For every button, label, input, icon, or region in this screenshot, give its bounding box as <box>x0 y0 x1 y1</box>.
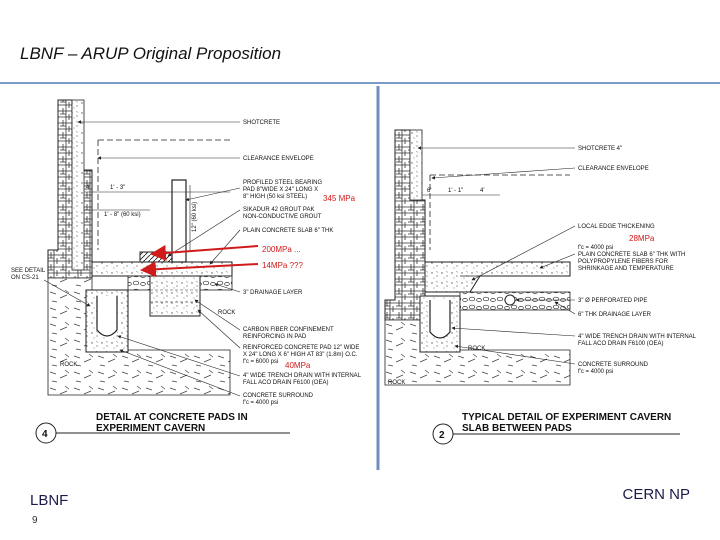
label-right-slab-1: PLAIN CONCRETE SLAB 6" THK WITH <box>578 252 685 258</box>
label-trench-1: 4" WIDE TRENCH DRAIN WITH INTERNAL <box>243 373 362 379</box>
annotation-200mpa: 200MPa ... <box>262 245 301 254</box>
left-detail-title-1: DETAIL AT CONCRETE PADS IN <box>96 412 248 423</box>
label-rock-2: ROCK <box>60 362 77 368</box>
right-trench-drain <box>429 300 451 339</box>
left-detail-title-2: EXPERIMENT CAVERN <box>96 423 205 434</box>
label-drainage: 3" DRAINAGE LAYER <box>243 290 303 296</box>
title-rule <box>0 82 720 84</box>
label-right-dim-3: 4' <box>480 188 484 194</box>
left-clearance-envelope <box>97 139 230 250</box>
label-right-trench-2: FALL ACO DRAIN F6100 (OEA) <box>578 341 663 347</box>
right-detail-number: 2 <box>439 430 445 441</box>
label-rock-1: ROCK <box>218 310 235 316</box>
label-see-detail-2: ON CS-21 <box>11 275 39 281</box>
label-grout-2: NON-CONDUCTIVE GROUT <box>243 214 322 220</box>
right-detail-title-2: SLAB BETWEEN PADS <box>462 423 572 434</box>
right-shotcrete-layer <box>409 129 423 201</box>
label-dim-vert: 12" (60 ksi) <box>192 202 198 232</box>
label-reinf-3: f'c = 6000 psi <box>243 359 278 365</box>
label-right-surround-2: f'c = 4000 psi <box>578 369 613 375</box>
label-right-pipe: 3" Ø PERFORATED PIPE <box>578 298 647 304</box>
label-dim-1: 4' <box>86 185 90 191</box>
label-right-rock-1: ROCK <box>468 346 485 352</box>
label-slab: PLAIN CONCRETE SLAB 6" THK <box>243 228 333 234</box>
label-right-dim-1: 6' <box>427 188 431 194</box>
label-right-slab-3: SHRINKAGE AND TEMPERATURE <box>578 266 674 272</box>
annotation-40mpa: 40MPa <box>285 361 311 370</box>
label-right-drain-layer: 6" THK DRAINAGE LAYER <box>578 312 652 318</box>
label-shotcrete: SHOTCRETE <box>243 120 280 126</box>
label-reinf-1: REINFORCED CONCRETE PAD 12" WIDE <box>243 345 359 351</box>
left-detail: SHOTCRETE CLEARANCE ENVELOPE PROFILED ST… <box>11 99 362 444</box>
left-concrete-pad <box>149 275 201 317</box>
annotation-14mpa: 14MPa ??? <box>262 261 303 270</box>
right-detail: SHOTCRETE 4" CLEARANCE ENVELOPE LOCAL ED… <box>384 129 697 445</box>
annotation-345mpa: 345 MPa <box>323 194 356 203</box>
label-bearing-1: PROFILED STEEL BEARING <box>243 180 322 186</box>
left-detail-number: 4 <box>42 429 48 440</box>
annotation-28mpa: 28MPa <box>629 234 655 243</box>
label-grout-1: SIKADUR 42 GROUT PAK <box>243 207 314 213</box>
left-shotcrete-layer <box>71 99 85 271</box>
label-bearing-3: 8" HIGH (50 ksi STEEL) <box>243 194 307 200</box>
label-right-shotcrete: SHOTCRETE 4" <box>578 146 622 152</box>
right-clearance-envelope <box>429 174 570 250</box>
left-trench-drain <box>96 296 118 337</box>
label-bearing-2: PAD 8"WIDE X 24" LONG X <box>243 187 318 193</box>
label-right-trench-1: 4" WIDE TRENCH DRAIN WITH INTERNAL <box>578 334 697 340</box>
left-annotations: 345 MPa 200MPa ... 14MPa ??? 40MPa <box>140 194 356 370</box>
label-right-edge: LOCAL EDGE THICKENING <box>578 224 655 230</box>
label-right-surround-1: CONCRETE SURROUND <box>578 362 649 368</box>
label-dim-3: 1' - 8" (60 ksi) <box>104 212 141 218</box>
label-right-slab-2: POLYPROPYLENE FIBERS FOR <box>578 259 669 265</box>
label-see-detail-1: SEE DETAIL <box>11 268 46 274</box>
label-trench-2: FALL ACO DRAIN F6100 (OEA) <box>243 380 328 386</box>
label-right-dim-2: 1' - 1" <box>448 188 463 194</box>
label-right-clearance: CLEARANCE ENVELOPE <box>578 166 649 172</box>
label-surround-1: CONCRETE SURROUND <box>243 393 314 399</box>
label-reinf-2: X 24" LONG X 6" HIGH AT 83" (1.8m) O.C. <box>243 352 358 358</box>
right-detail-title-1: TYPICAL DETAIL OF EXPERIMENT CAVERN <box>462 412 671 423</box>
label-carbon-1: CARBON FIBER CONFINEMENT <box>243 327 334 333</box>
left-rock <box>47 277 231 396</box>
label-right-edge-fc: f'c = 4000 psi <box>578 245 613 251</box>
label-right-rock-2: ROCK <box>388 380 405 386</box>
slide-title: LBNF – ARUP Original Proposition <box>20 44 282 63</box>
label-dim-2: 1' - 3" <box>110 185 125 191</box>
footer-right: CERN NP <box>622 486 690 503</box>
right-perforated-pipe <box>504 294 516 306</box>
left-steel-bearing <box>171 179 187 263</box>
footer-left: LBNF <box>30 492 69 509</box>
label-clearance-envelope: CLEARANCE ENVELOPE <box>243 156 314 162</box>
label-carbon-2: REINFORCING IN PAD <box>243 334 307 340</box>
page-number: 9 <box>32 515 38 526</box>
label-surround-2: f'c = 4000 psi <box>243 400 278 406</box>
